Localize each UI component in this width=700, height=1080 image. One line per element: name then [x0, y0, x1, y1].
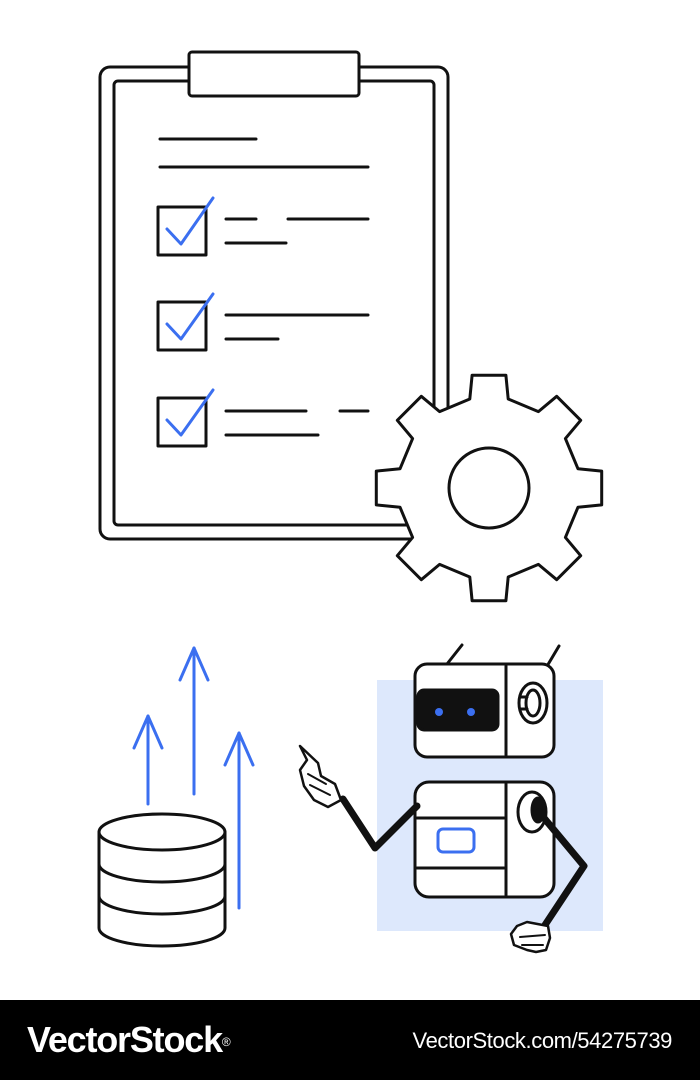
checkmark-icon: [165, 292, 215, 341]
up-arrow-icon: [223, 731, 255, 910]
illustration: [97, 50, 604, 954]
robot-arm-pointing: [298, 744, 421, 852]
brand-logo: VectorStock®: [27, 1019, 231, 1060]
brand-name: VectorStock: [27, 1019, 223, 1060]
checklist: [156, 196, 370, 448]
checkbox-icon: [156, 396, 208, 448]
clipboard-icon: [98, 50, 450, 541]
robot-arm-lowered: [509, 808, 588, 954]
gear-icon: [374, 373, 604, 603]
up-arrow-icon: [132, 714, 164, 806]
up-arrows: [132, 646, 255, 910]
robot-visor: [416, 688, 500, 732]
database-icon: [97, 812, 227, 948]
robot-eye: [467, 708, 475, 716]
checkmark-icon: [165, 196, 215, 246]
checklist-item: [156, 292, 370, 352]
checklist-item: [156, 388, 370, 448]
checkbox-icon: [156, 205, 208, 257]
robot-icon: [298, 643, 603, 954]
stock-id: VectorStock.com/54275739: [412, 1028, 673, 1053]
up-arrow-icon: [178, 646, 210, 796]
robot-head: [413, 662, 556, 759]
registered-mark: ®: [221, 1035, 231, 1049]
pointing-hand-icon: [298, 744, 343, 809]
robot-screen: [436, 827, 476, 854]
checkbox-icon: [156, 300, 208, 352]
checkmark-icon: [165, 388, 215, 437]
watermark-footer: VectorStock® VectorStock.com/54275739: [0, 1000, 700, 1080]
robot-eye: [435, 708, 443, 716]
checklist-item: [156, 196, 370, 257]
robot-body: [413, 780, 556, 899]
robot-dial: [517, 681, 549, 725]
